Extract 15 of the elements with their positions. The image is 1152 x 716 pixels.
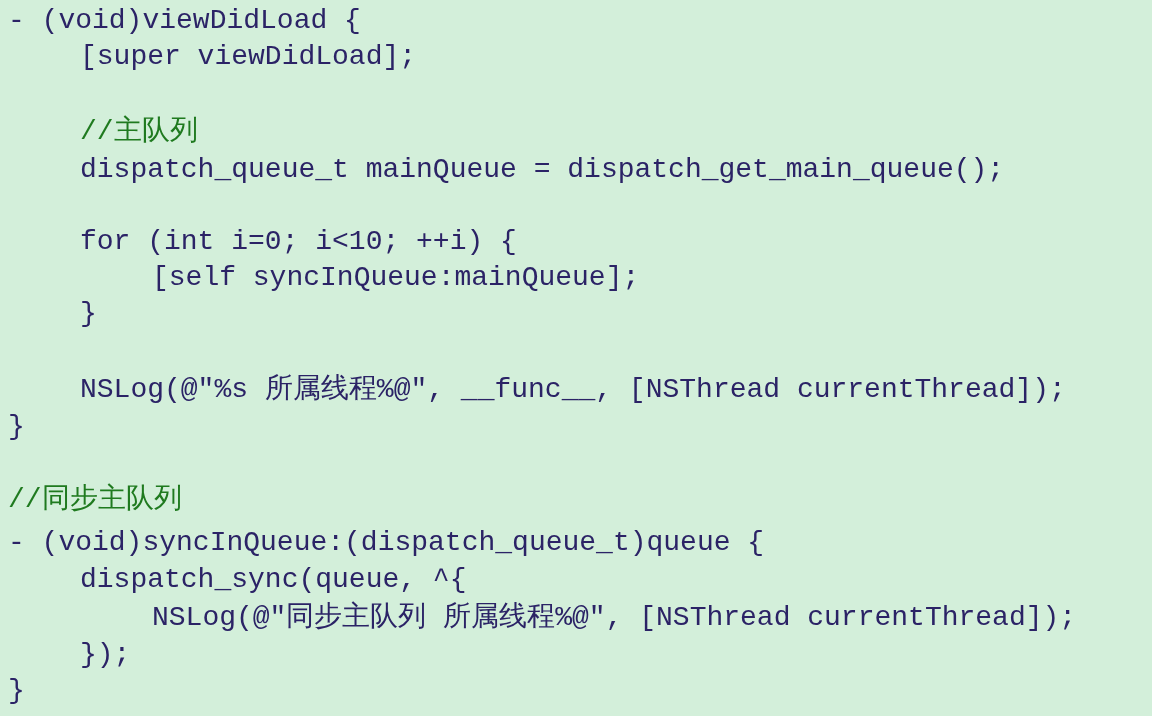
code-line: [self syncInQueue:mainQueue]; (152, 261, 640, 295)
code-line: } (80, 297, 97, 331)
code-comment: //同步主队列 (8, 483, 182, 517)
code-comment: //主队列 (80, 115, 198, 149)
code-line: for (int i=0; i<10; ++i) { (80, 225, 517, 259)
code-line: } (8, 410, 25, 444)
code-line: dispatch_queue_t mainQueue = dispatch_get_main_queue(); (80, 153, 1005, 187)
code-line: } (8, 674, 25, 708)
code-line: - (void)syncInQueue:(dispatch_queue_t)queue { (8, 526, 765, 560)
code-line: }); (80, 638, 131, 672)
code-line: NSLog(@"%s 所属线程%@", __func__, [NSThread currentThread]); (80, 373, 1066, 407)
code-line: - (void)viewDidLoad { (8, 4, 361, 38)
code-line: NSLog(@"同步主队列 所属线程%@", [NSThread currentThread]); (152, 601, 1077, 635)
code-line: dispatch_sync(queue, ^{ (80, 563, 467, 597)
code-line: [super viewDidLoad]; (80, 40, 417, 74)
